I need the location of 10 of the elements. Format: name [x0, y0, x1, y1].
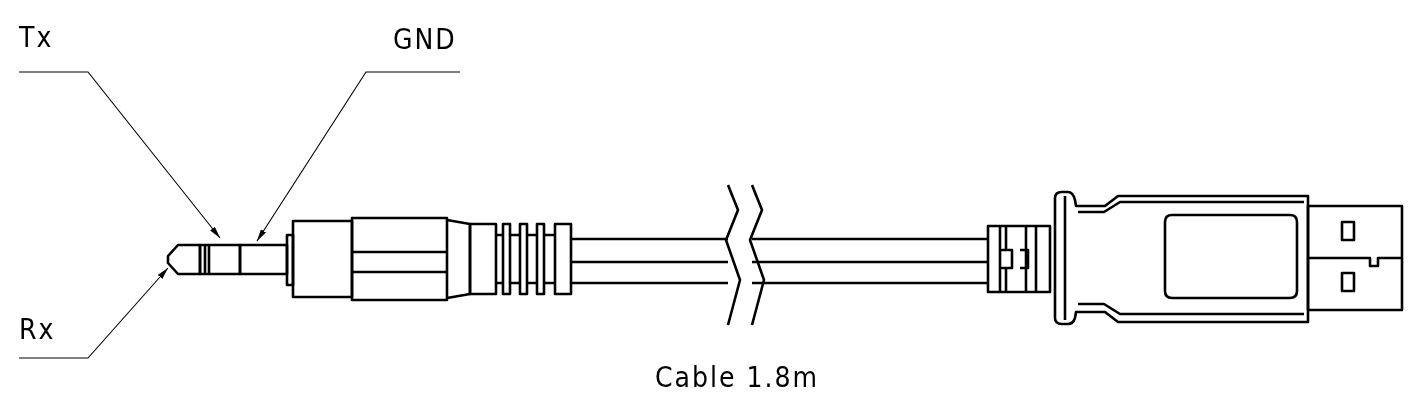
cable-length-label: Cable 1.8m: [655, 362, 820, 394]
plug-sleeve: [238, 243, 289, 276]
signal-label: Tx: [19, 22, 54, 54]
leader-line: [18, 71, 221, 239]
leader-line: [18, 267, 169, 359]
signal-label: Rx: [19, 314, 56, 346]
signal-label: GND: [393, 24, 457, 56]
leader-line: [256, 71, 461, 242]
plug-tip: [166, 243, 202, 276]
plug-ring: [198, 243, 242, 276]
